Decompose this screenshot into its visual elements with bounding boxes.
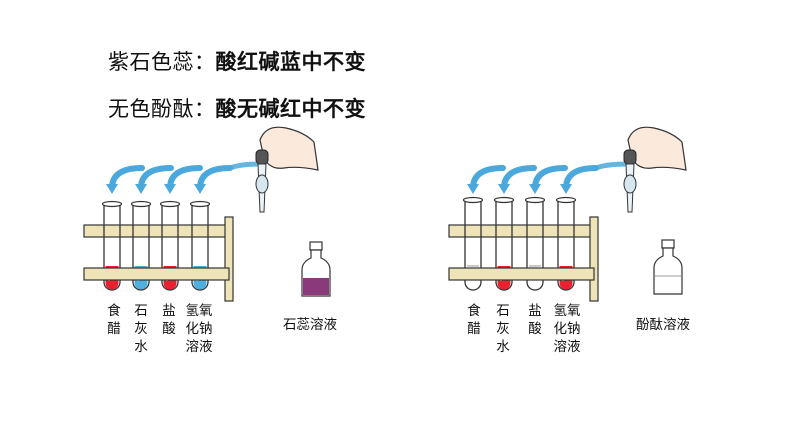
phenolphthalein-rule: 无色酚酞：酸无碱红中不变 xyxy=(108,93,366,123)
left-tube-rim-1 xyxy=(130,200,152,208)
left-tube-rim-3 xyxy=(189,200,211,208)
litmus-rule: 紫石色蕊：酸红碱蓝中不变 xyxy=(108,46,366,76)
left-arrowhead-3 xyxy=(194,184,206,194)
left-bottle-cap xyxy=(309,241,323,251)
left-bottle-label: 石蕊溶液 xyxy=(283,317,337,333)
left-tube-rim-0 xyxy=(101,200,123,208)
left-dropper-bulb xyxy=(255,149,269,165)
left-rack-post xyxy=(224,216,234,302)
right-tube-glass-3 xyxy=(557,200,575,291)
right-arrow-trail xyxy=(595,161,629,171)
left-dropper-body xyxy=(255,174,269,194)
left-tube-label-2: 盐 酸 xyxy=(162,303,176,337)
right-tube-label-1: 石 灰 水 xyxy=(496,303,510,355)
right-hand-dropper xyxy=(623,126,687,213)
right-bottle-label: 酚酞溶液 xyxy=(636,317,690,333)
right-tube-rim-1 xyxy=(493,196,515,204)
left-tube-label-3: 氢氧 化钠 溶液 xyxy=(185,303,213,355)
right-arrowhead-0 xyxy=(467,184,479,194)
left-bottle xyxy=(301,241,331,297)
left-hand-dropper xyxy=(255,126,319,213)
left-tube-glass-1 xyxy=(132,204,150,291)
right-hand xyxy=(627,126,687,171)
right-tube-rim-3 xyxy=(555,196,577,204)
phenolphthalein-name: 无色酚酞： xyxy=(108,97,216,121)
left-tube-glass-0 xyxy=(103,204,121,291)
right-arrowhead-3 xyxy=(560,184,572,194)
right-tube-glass-0 xyxy=(464,200,482,291)
left-tube-glass-3 xyxy=(191,204,209,291)
right-tube-rim-0 xyxy=(462,196,484,204)
left-hand xyxy=(259,126,319,171)
right-experiment xyxy=(448,126,687,302)
right-tube-glass-1 xyxy=(495,200,513,291)
right-rack-post xyxy=(589,216,599,302)
right-tube-2 xyxy=(524,196,546,291)
right-tube-glass-2 xyxy=(526,200,544,291)
right-rack-top xyxy=(448,224,595,238)
litmus-rule-text: 酸红碱蓝中不变 xyxy=(215,50,366,74)
right-tube-label-3: 氢氧 化钠 溶液 xyxy=(553,303,581,355)
left-arrowhead-0 xyxy=(106,184,118,194)
right-tube-0 xyxy=(462,196,484,291)
left-arrow-trail xyxy=(229,161,261,171)
left-bottle-liquid xyxy=(303,278,329,295)
left-tube-rim-2 xyxy=(159,200,181,208)
right-bottle xyxy=(653,239,683,295)
right-dropper-body xyxy=(623,174,637,194)
right-dropper-bulb xyxy=(623,149,637,165)
right-rack-bottom xyxy=(448,267,595,281)
left-experiment xyxy=(83,126,331,302)
left-tube-label-0: 食 醋 xyxy=(107,303,121,337)
left-arrowhead-1 xyxy=(135,184,147,194)
phenolphthalein-rule-text: 酸无碱红中不变 xyxy=(215,97,366,121)
left-tube-glass-2 xyxy=(161,204,179,291)
left-tube-label-1: 石 灰 水 xyxy=(134,303,148,355)
left-rack-top xyxy=(83,224,230,238)
right-bottle-cap xyxy=(661,239,675,249)
right-tube-rim-2 xyxy=(524,196,546,204)
right-tube-label-0: 食 醋 xyxy=(467,303,481,337)
litmus-name: 紫石色蕊： xyxy=(108,50,216,74)
right-bottle-body xyxy=(653,247,683,295)
left-rack-bottom xyxy=(83,267,230,281)
left-arrowhead-2 xyxy=(164,184,176,194)
right-arrowhead-1 xyxy=(498,184,510,194)
right-tube-label-2: 盐 酸 xyxy=(528,303,542,337)
right-arrowhead-2 xyxy=(529,184,541,194)
